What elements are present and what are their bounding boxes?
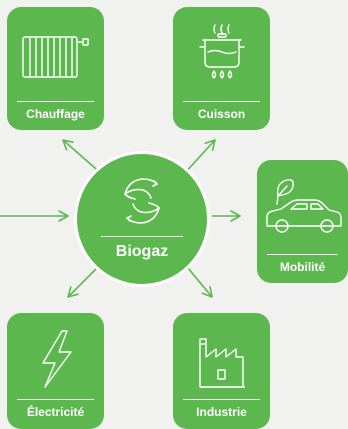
use-label-chauffage: Chauffage — [26, 107, 85, 121]
radiator-icon — [7, 7, 104, 91]
use-card-electricite: Électricité — [7, 313, 104, 429]
use-label-electricite: Électricité — [26, 405, 85, 419]
card-divider — [267, 254, 338, 255]
use-label-cuisson: Cuisson — [197, 107, 246, 121]
card-divider — [17, 101, 94, 102]
recycle-cycle-icon — [113, 172, 171, 230]
use-card-industrie: Industrie — [173, 313, 270, 429]
hub-label: Biogaz — [115, 243, 169, 260]
use-card-chauffage: Chauffage — [7, 7, 104, 130]
card-divider — [183, 101, 260, 102]
electric-car-leaf-icon — [257, 160, 348, 244]
card-divider — [183, 399, 260, 400]
cooking-pot-icon — [173, 7, 270, 91]
card-divider — [17, 399, 94, 400]
use-label-industrie: Industrie — [196, 405, 247, 419]
biogaz-hub: Biogaz — [74, 151, 210, 287]
lightning-bolt-icon — [7, 313, 104, 397]
hub-divider — [101, 236, 183, 237]
use-card-cuisson: Cuisson — [173, 7, 270, 130]
use-label-mobilite: Mobilité — [279, 260, 326, 274]
factory-icon — [173, 313, 270, 397]
use-card-mobilite: Mobilité — [257, 160, 348, 283]
